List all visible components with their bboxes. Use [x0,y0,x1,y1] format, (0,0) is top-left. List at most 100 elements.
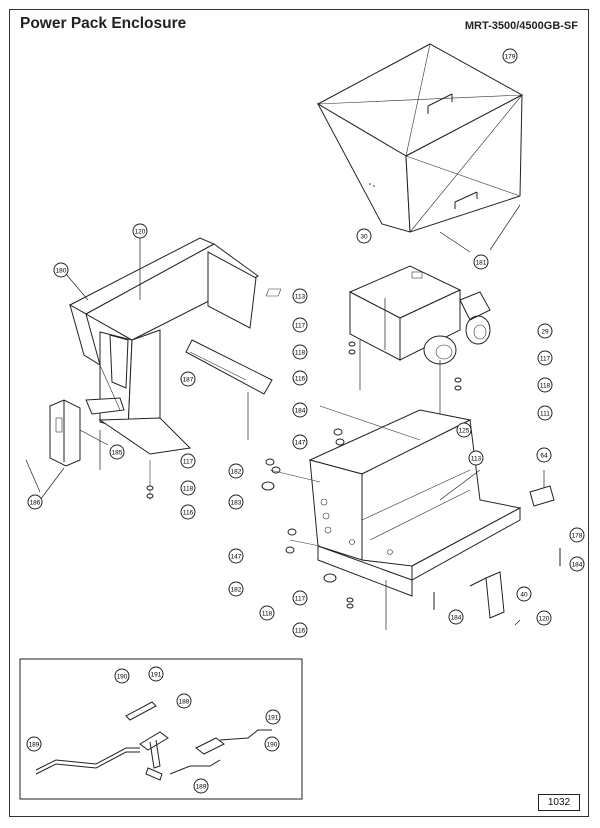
svg-text:29: 29 [541,329,549,336]
svg-text:117: 117 [540,356,551,363]
detail-inset-box [19,658,303,800]
svg-text:178: 178 [572,533,583,540]
bracket-drawing [25,399,109,501]
mount-frame-drawing [65,237,273,500]
callout-118: 118 [537,377,553,393]
callout-30: 30 [356,228,372,244]
callout-116: 116 [292,622,308,638]
svg-text:120: 120 [135,229,146,236]
callout-181: 181 [473,254,489,270]
page-frame [9,9,589,817]
svg-text:147: 147 [231,554,242,561]
callout-187: 187 [180,371,196,387]
svg-text:182: 182 [231,587,242,594]
callout-147: 147 [292,434,308,450]
svg-text:190: 190 [117,674,128,681]
svg-text:118: 118 [183,486,194,493]
page-title: Power Pack Enclosure [20,15,187,32]
svg-text:185: 185 [112,450,123,457]
callout-64: 64 [536,447,552,463]
callout-29: 29 [537,323,553,339]
hopper-drawing [316,43,524,253]
callout-117: 117 [180,453,196,469]
callout-182: 182 [228,463,244,479]
callout-190: 190 [264,736,280,752]
fasteners-drawing [146,341,462,609]
callout-147: 147 [228,548,244,564]
svg-text:117: 117 [183,459,194,466]
svg-text:113: 113 [471,456,482,463]
callout-179: 179 [502,48,518,64]
callout-182: 182 [228,581,244,597]
svg-text:116: 116 [295,376,306,383]
svg-text:117: 117 [295,323,306,330]
callout-184: 184 [448,609,464,625]
callout-191: 191 [265,709,281,725]
svg-text:181: 181 [476,260,487,267]
svg-text:111: 111 [540,411,550,418]
callout-113: 113 [292,288,308,304]
svg-text:118: 118 [262,611,273,618]
callout-185: 185 [109,444,125,460]
svg-text:184: 184 [451,615,462,622]
callout-113: 113 [468,450,484,466]
base-enclosure-drawing [308,409,522,630]
svg-text:183: 183 [231,500,242,507]
svg-text:186: 186 [30,500,41,507]
callout-189: 189 [193,778,209,794]
svg-text:189: 189 [196,784,207,791]
callout-190: 190 [114,668,130,684]
callout-184: 184 [292,402,308,418]
svg-text:184: 184 [295,408,306,415]
svg-text:120: 120 [539,616,550,623]
callout-111: 111 [537,405,553,421]
svg-text:116: 116 [295,628,306,635]
callout-117: 117 [292,317,308,333]
svg-text:191: 191 [151,672,162,679]
svg-text:180: 180 [56,268,67,275]
svg-text:179: 179 [505,54,516,61]
svg-text:64: 64 [540,453,548,460]
page-number: 1032 [538,794,580,811]
callout-118: 118 [259,605,275,621]
svg-text:182: 182 [231,469,242,476]
svg-text:187: 187 [183,377,194,384]
svg-text:190: 190 [267,742,278,749]
svg-text:189: 189 [29,742,40,749]
callout-188: 188 [176,693,192,709]
svg-text:118: 118 [295,350,306,357]
svg-text:116: 116 [183,510,194,517]
callout-120: 120 [132,223,148,239]
svg-text:191: 191 [268,715,279,722]
callout-116: 116 [292,370,308,386]
callout-178: 178 [569,527,585,543]
callout-125: 125 [456,422,472,438]
svg-text:117: 117 [295,596,306,603]
callout-117: 117 [292,590,308,606]
callout-180: 180 [53,262,69,278]
callout-116: 116 [180,504,196,520]
svg-text:113: 113 [295,294,306,301]
svg-text:125: 125 [459,428,470,435]
callout-120: 120 [536,610,552,626]
callout-118: 118 [180,480,196,496]
svg-text:184: 184 [572,562,583,569]
svg-text:40: 40 [520,592,528,599]
inset-linkage-drawing [35,701,272,781]
callout-117: 117 [537,350,553,366]
callout-183: 183 [228,494,244,510]
svg-text:188: 188 [179,699,190,706]
svg-text:147: 147 [295,440,306,447]
callout-186: 186 [27,494,43,510]
power-pack-drawing [265,265,491,520]
callout-118: 118 [292,344,308,360]
model-number: MRT-3500/4500GB-SF [464,20,578,32]
callout-191: 191 [148,666,164,682]
small-parts-drawing [433,470,561,626]
callout-184: 184 [569,556,585,572]
svg-text:118: 118 [540,383,551,390]
callout-40: 40 [516,586,532,602]
callout-189: 189 [26,736,42,752]
